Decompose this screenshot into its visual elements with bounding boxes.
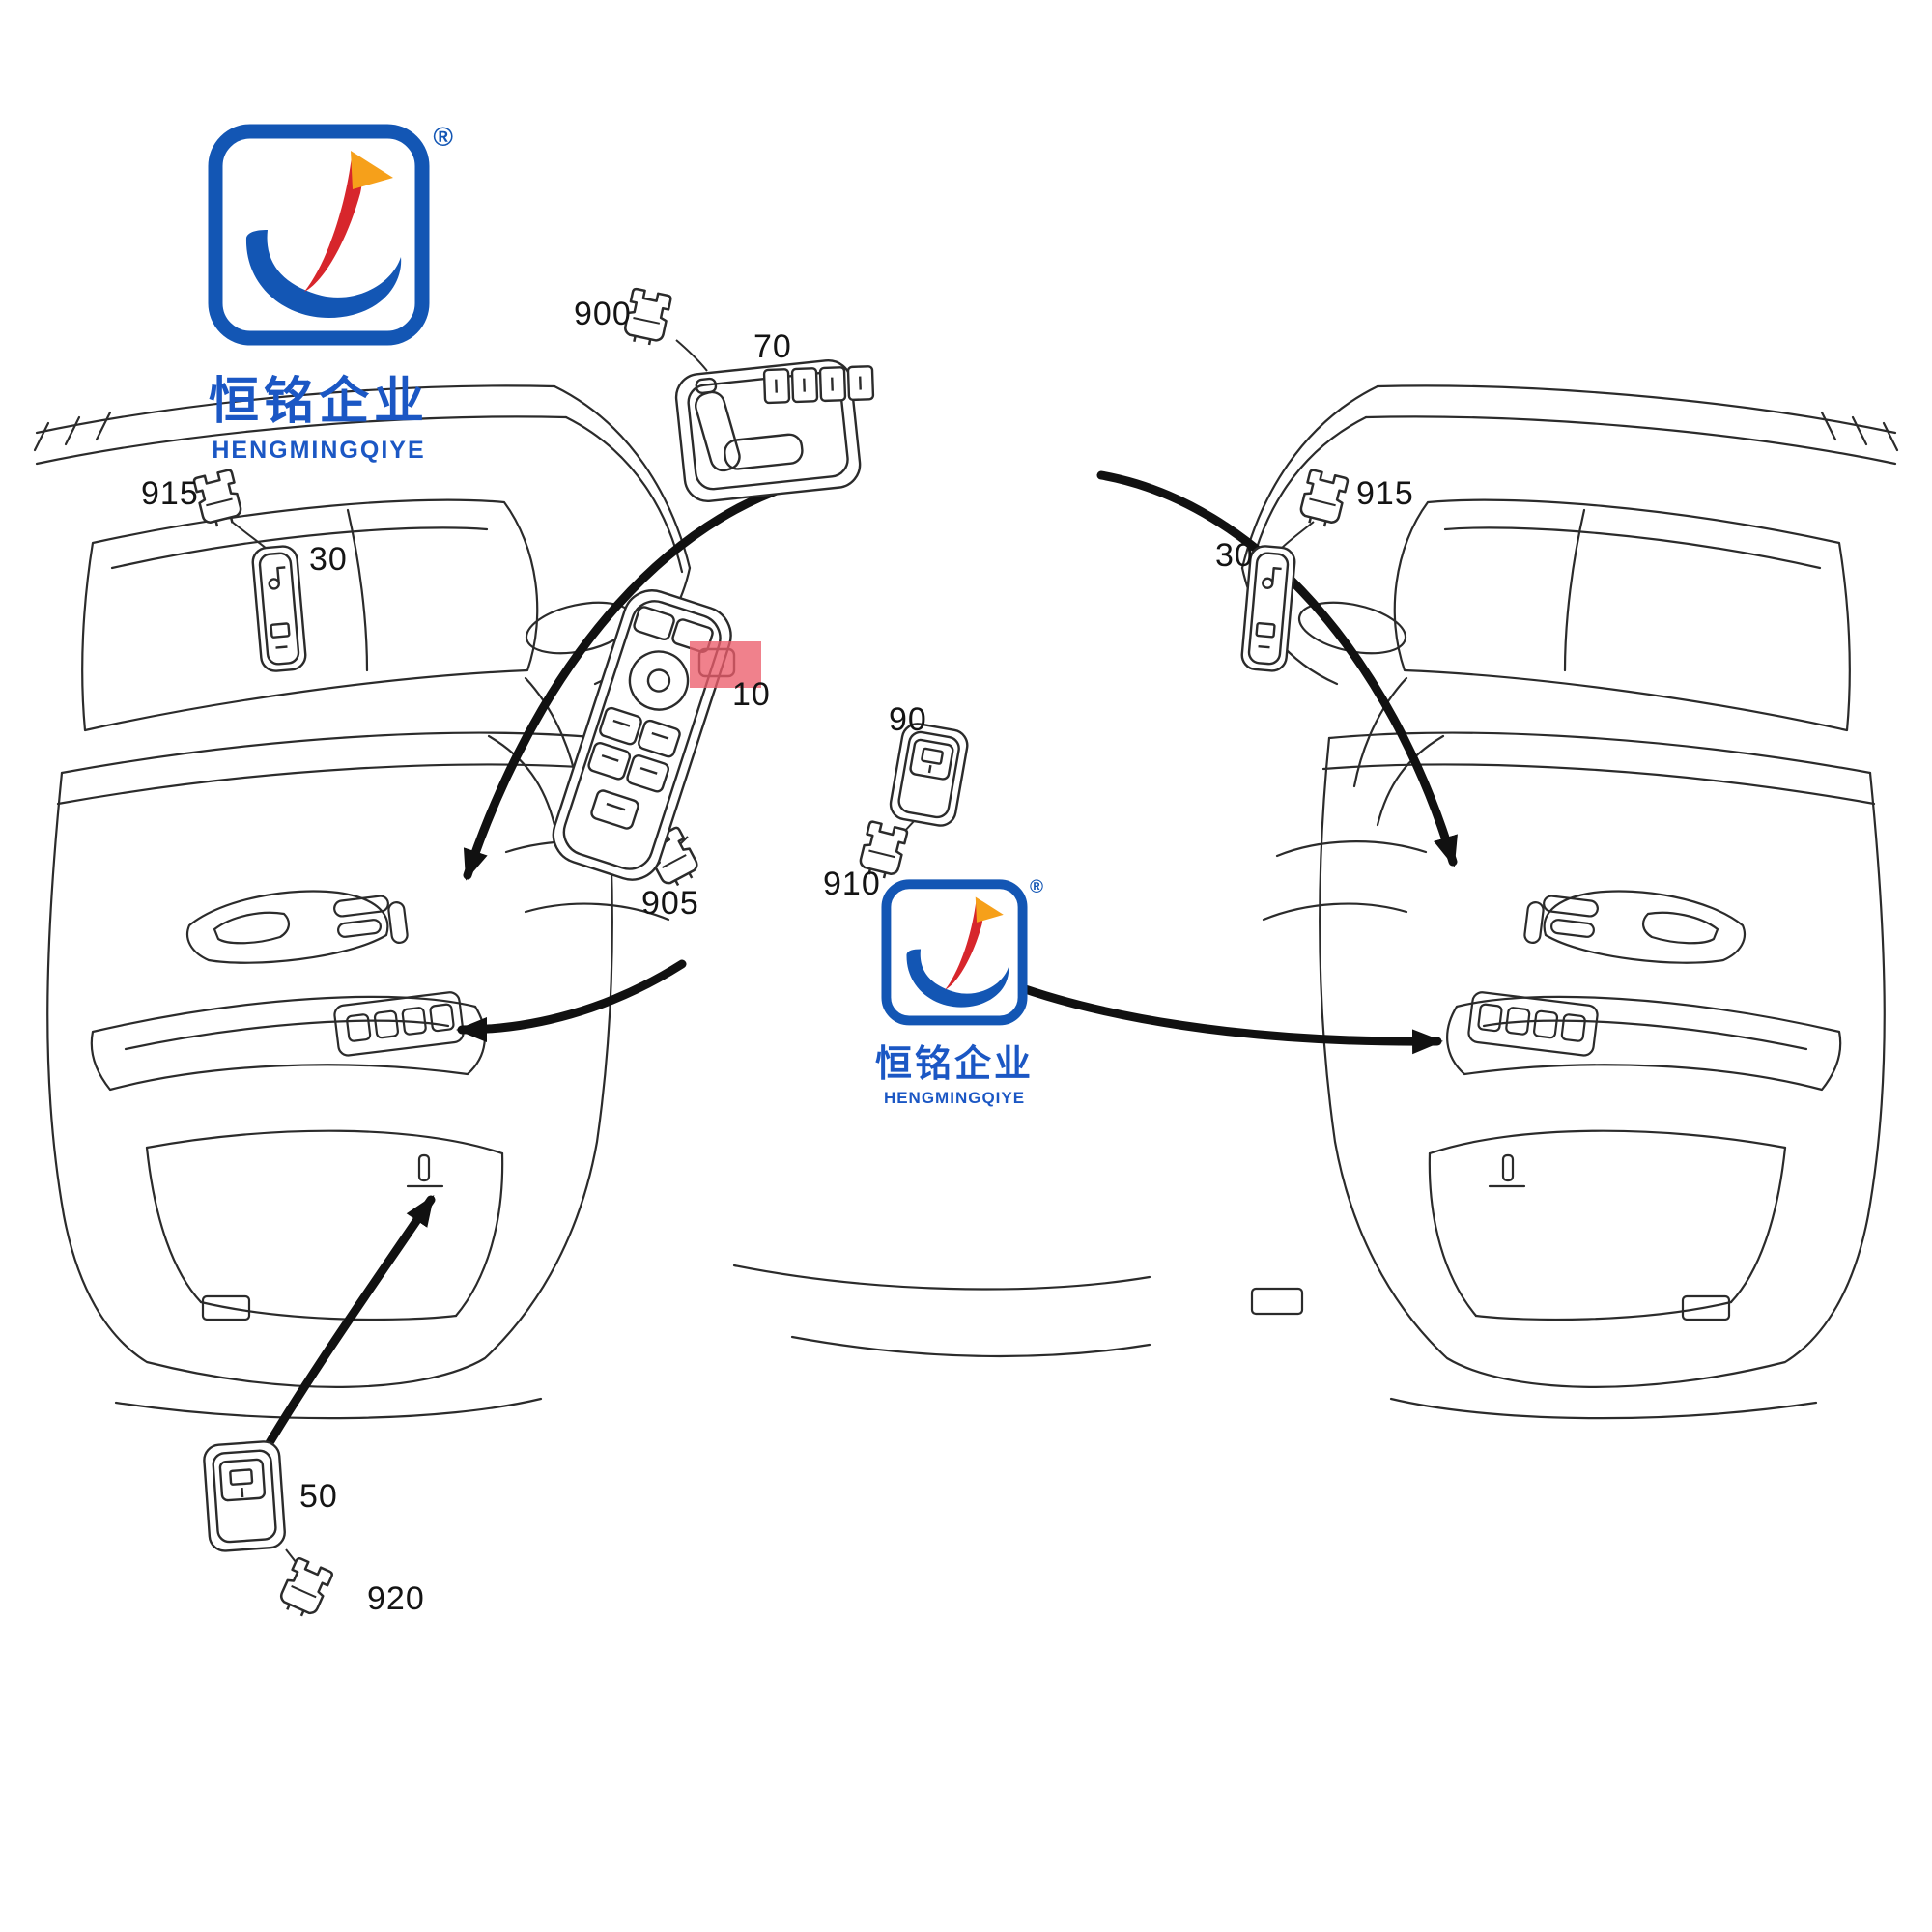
part-label-915-left: 915 (141, 475, 199, 512)
brand-logo-icon (208, 124, 430, 346)
part-label-10: 10 (732, 676, 771, 713)
part-label-920: 920 (367, 1580, 425, 1617)
arrow-rear-switch-to-door (254, 1195, 436, 1465)
master-window-switch-10 (552, 589, 736, 881)
leader-lines (231, 339, 1315, 1568)
part-label-905: 905 (641, 885, 699, 922)
right-door-line-art (1240, 384, 1899, 1420)
watermark-logo-icon (881, 879, 1028, 1027)
part-label-30-right: 30 (1215, 537, 1254, 574)
watermark-logo-box: ® (881, 877, 1043, 1032)
part-label-70: 70 (753, 328, 792, 365)
connector-920-icon (275, 1555, 335, 1622)
center-floor-lines (732, 1264, 1304, 1358)
part-label-50: 50 (299, 1478, 338, 1515)
window-switch-50 (203, 1440, 286, 1552)
brand-watermark: ® 恒铭企业 HENGMINGQIYE (871, 877, 1043, 1108)
arrow-master-switch-to-left-armrest (456, 959, 687, 1042)
watermark-registered-mark: ® (1030, 877, 1043, 897)
door-switch-30-left (251, 545, 307, 672)
seat-switch-70 (674, 359, 875, 502)
brand-name-cn: 恒铭企业 (208, 374, 429, 430)
arrow-single-switch-to-right-armrest (975, 967, 1443, 1055)
window-switch-90 (889, 723, 969, 827)
left-door-line-art (33, 384, 692, 1420)
watermark-name-en: HENGMINGQIYE (883, 1089, 1026, 1107)
brand-logo-box: ® (208, 122, 453, 353)
watermark-name-cn: 恒铭企业 (874, 1044, 1034, 1085)
part-label-915-right: 915 (1356, 475, 1414, 512)
arrow-seat-switch-to-right-door (1096, 470, 1458, 867)
door-switch-30-right (1240, 545, 1296, 672)
highlight-part-10 (690, 641, 761, 688)
connector-915-right-icon (1296, 468, 1350, 531)
part-label-910: 910 (823, 866, 881, 902)
brand-name-en: HENGMINGQIYE (212, 437, 426, 464)
part-label-900: 900 (574, 296, 632, 332)
part-label-30-left: 30 (309, 541, 348, 578)
part-label-90: 90 (889, 701, 927, 738)
brand-logo: ® 恒铭企业 HENGMINGQIYE (205, 122, 453, 465)
connector-915-left-icon (192, 468, 245, 531)
registered-mark: ® (433, 122, 453, 152)
